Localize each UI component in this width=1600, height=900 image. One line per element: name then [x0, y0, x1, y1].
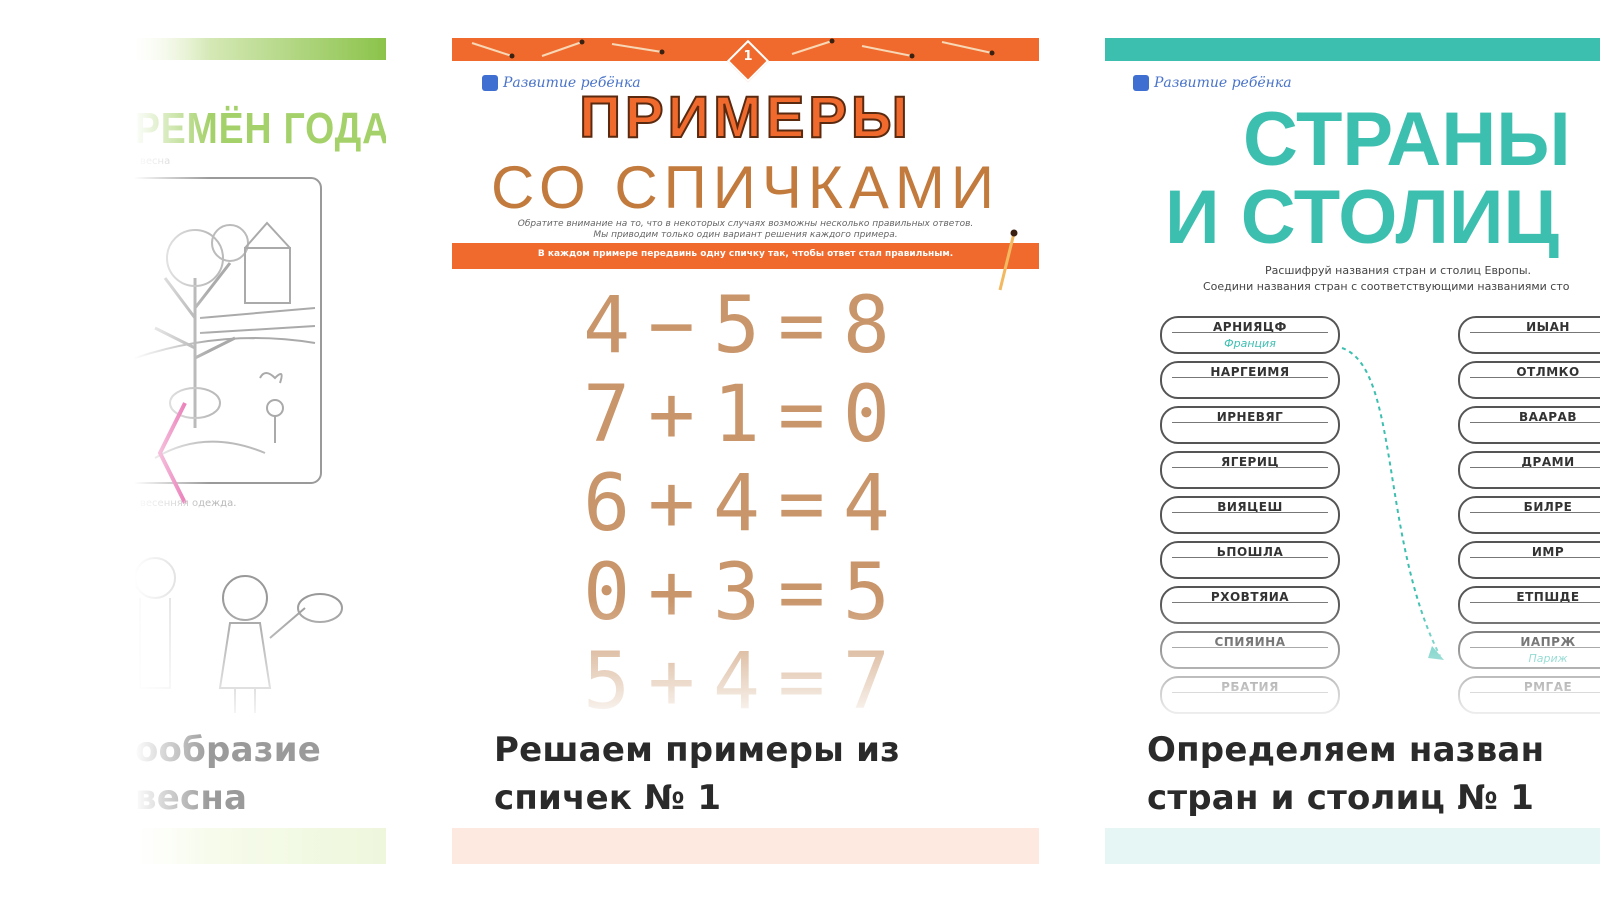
equation-4: 0+3=5 — [583, 548, 908, 638]
puzzle-icon — [482, 75, 498, 91]
card-bottom-stripe — [135, 828, 386, 864]
anagram-pill: ИРНЕВЯГ — [1160, 406, 1340, 444]
connector-arrow — [1341, 347, 1444, 660]
anagram-word: ВААРАВ — [1519, 410, 1577, 424]
brand-logo: Развитие ребёнка — [1133, 75, 1292, 91]
sheet-heading: ПРИМЕРЫ — [578, 84, 912, 151]
brand-name: Развитие ребёнка — [1154, 75, 1292, 91]
anagram-pill: ЬПОШЛА — [1160, 541, 1340, 579]
answer-line — [1172, 512, 1328, 527]
brand-logo: Развитие ребёнка — [482, 75, 641, 91]
sheet-subheading: И СТОЛИЦ — [1165, 175, 1559, 260]
anagram-word: ЬПОШЛА — [1216, 545, 1284, 559]
card-title[interactable]: Решаем примеры из спичек № 1 — [494, 726, 1039, 822]
sheet-instruction-2: Соедини названия стран с соответствующим… — [1203, 280, 1570, 293]
answer-line — [1172, 332, 1328, 347]
anagram-word: ДРАМИ — [1521, 455, 1575, 469]
answer-hint: Франция — [1224, 337, 1276, 350]
anagram-pill: РХОВТЯИА — [1160, 586, 1340, 624]
match-stick-icon — [998, 229, 1018, 291]
anagram-pill: ОТЛМКО — [1458, 361, 1600, 399]
anagram-word: АРНИЯЦФ — [1213, 320, 1287, 334]
answer-line — [1172, 692, 1328, 707]
sheet-note: Обратите внимание на то, что в некоторых… — [482, 219, 1009, 241]
card-bottom-stripe — [1105, 828, 1600, 864]
anagram-pill: СПИЯИНА — [1160, 631, 1340, 669]
anagram-word: ВИЯЦЕШ — [1217, 500, 1283, 514]
anagram-pill: ВИЯЦЕШ — [1160, 496, 1340, 534]
card-title-line-2: стран и столиц № 1 — [1147, 778, 1535, 818]
card-title-line-1: Определяем назван — [1147, 730, 1545, 770]
anagram-pill: ИЫАН — [1458, 316, 1600, 354]
answer-line — [1470, 467, 1600, 482]
anagram-pill: БИЛРЕ — [1458, 496, 1600, 534]
sheet-caption: весна — [140, 156, 171, 167]
card-title-line-1: Решаем примеры из — [494, 730, 901, 770]
sheet-note-line-1: Обратите внимание на то, что в некоторых… — [517, 219, 974, 229]
sheet-caption-2: весенняя одежда. — [140, 498, 237, 509]
instruction-text: В каждом примере передвинь одну спичку т… — [537, 249, 954, 259]
equation-2: 7+1=0 — [583, 370, 908, 460]
sheet-instruction-1: Расшифруй названия стран и столиц Европы… — [1265, 264, 1532, 277]
equation-1: 4−5=8 — [583, 281, 908, 371]
card-top-stripe — [135, 38, 386, 60]
card-title-line-2: весна — [135, 778, 248, 818]
sheet-illustration — [135, 177, 343, 713]
answer-line — [1172, 647, 1328, 662]
anagram-word: ЯГЕРИЦ — [1220, 455, 1280, 469]
sheet-heading: РЕМЁН ГОДА — [135, 104, 386, 153]
sheet-subheading: СО СПИЧКАМИ — [491, 154, 1000, 221]
sheet-heading: СТРАНЫ — [1243, 97, 1571, 182]
card-title[interactable]: Определяем назван стран и столиц № 1 — [1147, 726, 1600, 822]
equation-5: 5+4=7 — [583, 637, 908, 727]
answer-line — [1470, 422, 1600, 437]
anagram-word: ОТЛМКО — [1516, 365, 1580, 379]
answer-line — [1172, 557, 1328, 572]
anagram-word: БИЛРЕ — [1523, 500, 1573, 514]
equation-3: 6+4=4 — [583, 459, 908, 549]
anagram-pill: АРНИЯЦФ Франция — [1160, 316, 1340, 354]
card-title[interactable]: ообразие весна — [135, 726, 386, 822]
anagram-pill: ЯГЕРИЦ — [1160, 451, 1340, 489]
anagram-word: ИРНЕВЯГ — [1216, 410, 1284, 424]
anagram-pill: РБАТИЯ — [1160, 676, 1340, 714]
answer-line — [1172, 422, 1328, 437]
worksheet-card-seasons[interactable]: РЕМЁН ГОДА весна весенняя одежда. ообраз… — [135, 38, 386, 864]
worksheet-card-matches[interactable]: 1 Развитие ребёнка ПРИМЕРЫ СО СПИЧКАМИ О… — [452, 38, 1039, 864]
card-title-line-2: спичек № 1 — [494, 778, 722, 818]
sheet-note-line-2: Мы приводим только один вариант решения … — [593, 230, 898, 240]
puzzle-icon — [1133, 75, 1149, 91]
anagram-pill: ИМР — [1458, 541, 1600, 579]
answer-line — [1470, 512, 1600, 527]
anagram-pill: ДРАМИ — [1458, 451, 1600, 489]
answer-line — [1470, 377, 1600, 392]
anagram-word: ИЫАН — [1526, 320, 1570, 334]
anagram-pill: НАРГЕИМЯ — [1160, 361, 1340, 399]
anagram-word: НАРГЕИМЯ — [1210, 365, 1290, 379]
card-bottom-stripe — [452, 828, 1039, 864]
card-title-line-1: ообразие — [135, 730, 321, 770]
anagram-word: ИМР — [1531, 545, 1565, 559]
anagram-pill: ВААРАВ — [1458, 406, 1600, 444]
worksheet-card-countries[interactable]: Развитие ребёнка СТРАНЫ И СТОЛИЦ Расшифр… — [1105, 38, 1600, 864]
sheet-number: 1 — [743, 49, 753, 64]
answer-line — [1172, 377, 1328, 392]
brand-name: Развитие ребёнка — [503, 75, 641, 91]
instruction-bar — [452, 243, 1039, 269]
answer-line — [1172, 602, 1328, 617]
answer-line — [1470, 557, 1600, 572]
answer-line — [1172, 467, 1328, 482]
answer-line — [1470, 332, 1600, 347]
card-top-stripe — [1105, 38, 1600, 61]
